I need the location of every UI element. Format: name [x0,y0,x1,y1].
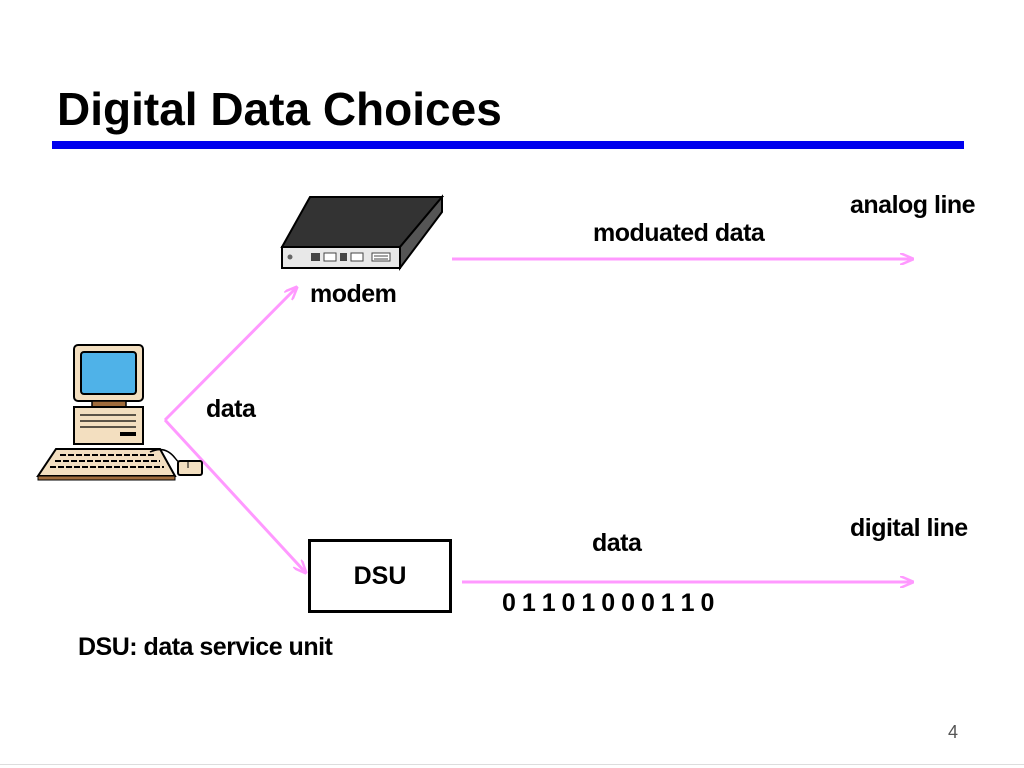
page-number: 4 [947,722,958,742]
arrow-to-dsu [163,418,306,573]
arrow-to-modem [163,287,297,422]
digital-data-label: data [592,529,642,557]
dsu-box-label: DSU [353,561,407,590]
analog-line-label: analog line [850,191,976,219]
footer-divider [0,764,1024,765]
digital-line-label: digital line [850,514,968,542]
dsu-box: DSU [308,539,452,613]
dsu-definition: DSU: data service unit [78,633,333,661]
modem-icon [280,194,445,271]
title-underline [52,141,964,149]
modem-label: modem [310,280,397,308]
slide-title: Digital Data Choices [57,83,502,135]
bit-sequence: 0 1 1 0 1 0 0 0 1 1 0 [502,589,714,617]
data-label: data [206,395,256,423]
computer-icon [36,344,203,481]
modulated-data-label: moduated data [593,219,765,247]
